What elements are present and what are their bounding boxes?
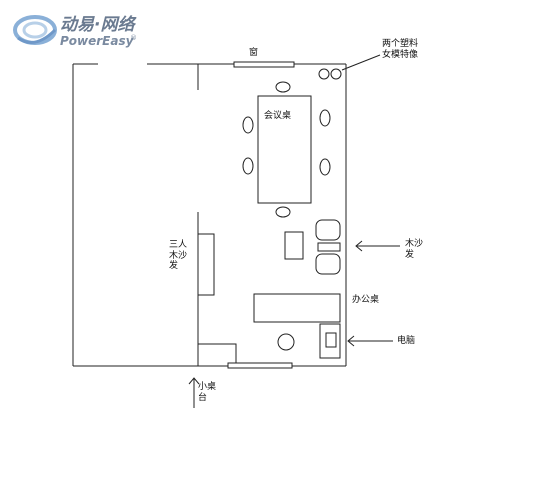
wood-sofa-group: 木沙 发 [284,219,423,275]
side-table: 小桌 台 [188,343,293,408]
computer: 电脑 [319,323,415,359]
meeting-table [257,95,312,204]
tea-table [284,231,304,260]
computer-label: 电脑 [397,334,415,346]
window-label: 窗 [249,46,258,58]
chair-right-1 [319,109,331,127]
three-seat-sofa: 三人 木沙 发 [169,233,215,296]
powereasy-logo: 动易·网络 PowerEasy ® [13,15,137,48]
three-seat-sofa-label-line2: 木沙 [169,249,187,261]
side-table-label-line2: 台 [198,391,207,403]
logo-registered-mark: ® [130,34,137,42]
chair-bottom [275,206,291,218]
side-table-label-line1: 小桌 [198,380,216,392]
three-seat-sofa-label-line1: 三人 [169,239,187,250]
wood-sofa-middle [317,242,341,252]
three-seat-sofa-label-line3: 发 [169,259,178,271]
mannequins-label-line1: 两个塑料 [382,37,418,49]
mannequins-pointer-line [341,54,381,71]
computer-arrow-head [347,335,355,347]
three-seat-sofa-shape [197,233,215,296]
bottom-window [227,362,293,369]
meeting-area: 会议桌 [242,81,331,218]
office-desk: 办公桌 [253,293,379,351]
wood-sofa-arrow-head [355,240,363,252]
mannequins-label-line2: 女模特像 [382,48,418,60]
computer-monitor [325,332,337,348]
office-desk-shape [253,293,341,323]
logo-chinese-text: 动易·网络 [60,15,137,35]
mannequin-1 [318,68,330,80]
side-table-arrow-head [188,377,200,385]
mannequin-2 [330,68,342,80]
chair-left-1 [242,116,254,134]
logo-english-text: PowerEasy [60,34,135,48]
wood-sofa-bottom [315,253,341,275]
office-desk-label: 办公桌 [352,293,379,305]
window [233,61,295,68]
chair-top [275,81,291,93]
desk-chair [277,333,295,351]
wood-sofa-label-line1: 木沙 [405,237,423,249]
wood-sofa-top [315,219,341,241]
chair-left-2 [242,157,254,175]
side-table-shape [197,343,237,367]
meeting-table-label: 会议桌 [264,109,291,121]
chair-right-2 [319,158,331,176]
wood-sofa-label-line2: 发 [405,248,414,260]
mannequins: 两个塑料 女模特像 [318,37,418,80]
logo-swirl-icon [13,15,57,45]
